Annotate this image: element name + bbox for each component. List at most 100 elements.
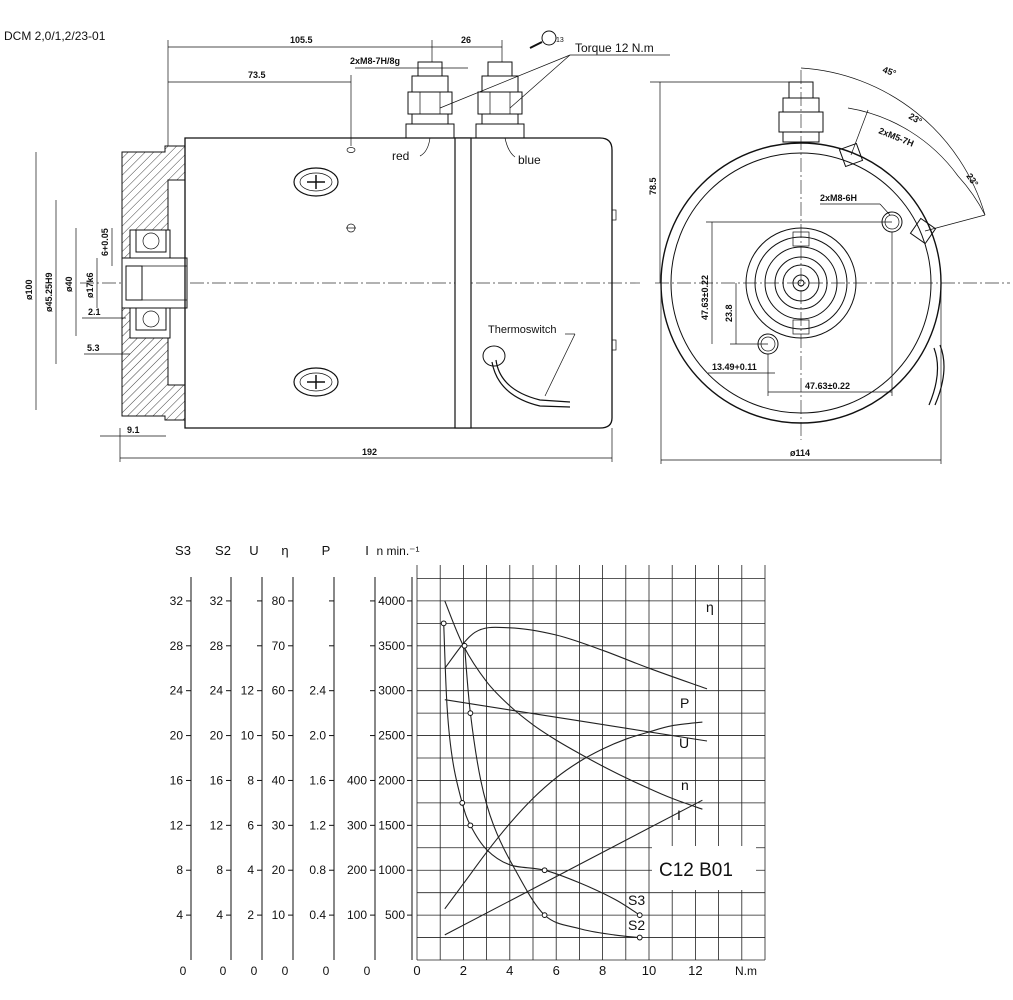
model-label-box [652,846,756,890]
scale-header: P [322,543,331,558]
dim-5-3: 5.3 [87,343,100,353]
screw-top [293,167,339,197]
data-point-S2 [541,912,548,919]
scale-tick-label: 2.0 [309,729,326,743]
scale-tick-label: 20 [170,729,184,743]
dim-47-63-v: 47.63±0.22 [700,275,710,320]
data-point-S2 [467,822,474,829]
dim-78-5: 78.5 [648,177,658,195]
dim-6: 6+0.05 [100,228,110,256]
doc-code: DCM 2,0/1,2/23-01 [4,29,106,43]
curve-label-η: η [706,599,714,615]
side-view: red blue 13 Torque 12 N.m Thermoswitch 1… [24,30,670,462]
scale-tick-label: 1.2 [309,818,326,832]
x-tick-label: 8 [599,963,606,978]
n-axis-tick-label: 1000 [378,863,405,877]
scale-tick-label: 4 [176,908,183,922]
dim-phi100: ø100 [24,279,34,300]
scale-tick-label: 20 [272,863,286,877]
label-thermoswitch: Thermoswitch [488,324,556,336]
data-point-S3 [636,912,643,919]
curve-label-n: n [681,777,689,793]
angle-45: 45° [881,64,898,78]
dim-105-5: 105.5 [290,35,313,45]
scale-tick-label: 28 [170,639,184,653]
data-point-S3 [459,799,466,806]
n-axis-tick-label: 2000 [378,773,405,787]
n-axis-tick-label: 4000 [378,594,405,608]
chart-scales: S3481216202428320S2481216202428320U24681… [170,543,420,978]
dim-192: 192 [362,447,377,457]
thread-m5: 2xM5-7H [877,126,915,149]
clamp-band [454,137,472,429]
scale-tick-label: 32 [210,594,224,608]
screw-bottom [293,367,339,397]
n-axis-header: n min.⁻¹ [376,544,419,558]
scale-header: U [249,543,258,558]
dim-47-63-h: 47.63±0.22 [805,381,850,391]
curve-U [444,699,708,742]
scale-tick-label: 2.4 [309,684,326,698]
scale-tick-label: 8 [176,863,183,877]
scale-tick-label: 400 [347,773,367,787]
dim-phi17: ø17k6 [85,272,95,298]
chart-curves [443,600,708,939]
model-label: C12 B01 [659,860,733,881]
curve-n [444,600,703,810]
dim-2-1: 2.1 [88,307,101,317]
scale-header: I [365,543,369,558]
n-axis-tick-label: 3500 [378,639,405,653]
angle-23a: 23° [907,111,924,127]
scale-tick-label: 28 [210,639,224,653]
scale-tick-label: 12 [210,818,224,832]
curve-label-U: U [679,735,689,751]
curve-label-S2: S2 [628,917,645,933]
n-axis-tick-label: 3000 [378,684,405,698]
scale-tick-label: 70 [272,639,286,653]
curve-η [444,626,708,690]
torque-note: Torque 12 N.m [575,41,654,55]
curve-S2 [464,645,640,939]
dim-9-1: 9.1 [127,425,140,435]
dim-23-8: 23.8 [724,304,734,322]
x-tick-label: 6 [553,963,560,978]
data-point-S3 [541,867,548,874]
scale-tick-label: 8 [247,773,254,787]
data-point-S2 [636,934,643,941]
scale-tick-label: 6 [247,818,254,832]
curve-I [444,799,703,936]
thread-m8-7h: 2xM8-7H/8g [350,56,400,66]
scale-tick-label: 24 [170,684,184,698]
scale-zero-label: 0 [364,964,371,978]
scale-zero-label: 0 [220,964,227,978]
dim-26: 26 [461,35,471,45]
scale-tick-label: 80 [272,594,286,608]
data-point-S2 [467,710,474,717]
scale-tick-label: 24 [210,684,224,698]
data-point-S2 [461,642,468,649]
scale-tick-label: 12 [241,684,255,698]
label-blue: blue [518,153,541,167]
scale-tick-label: 10 [272,908,286,922]
dim-phi114: ø114 [790,448,810,458]
scale-tick-label: 60 [272,684,286,698]
scale-header: S3 [175,543,191,558]
wrench-size: 13 [556,37,564,44]
scale-tick-label: 30 [272,818,286,832]
scale-tick-label: 4 [216,908,223,922]
n-axis-tick-label: 500 [385,908,405,922]
scale-zero-label: 0 [282,964,289,978]
x-tick-label: 10 [642,963,656,978]
scale-zero-label: 0 [180,964,187,978]
x-tick-label: 4 [506,963,513,978]
curve-label-P: P [680,695,689,711]
n-axis-tick-label: 1500 [378,818,405,832]
curve-label-I: I [677,807,681,823]
thread-m8-6h: 2xM8-6H [820,193,857,203]
end-view: 45° 23° 23° 2xM5-7H 78.5 2xM8-6H 47.63±0… [648,64,1010,464]
scale-tick-label: 2 [247,908,254,922]
scale-tick-label: 1.6 [309,773,326,787]
